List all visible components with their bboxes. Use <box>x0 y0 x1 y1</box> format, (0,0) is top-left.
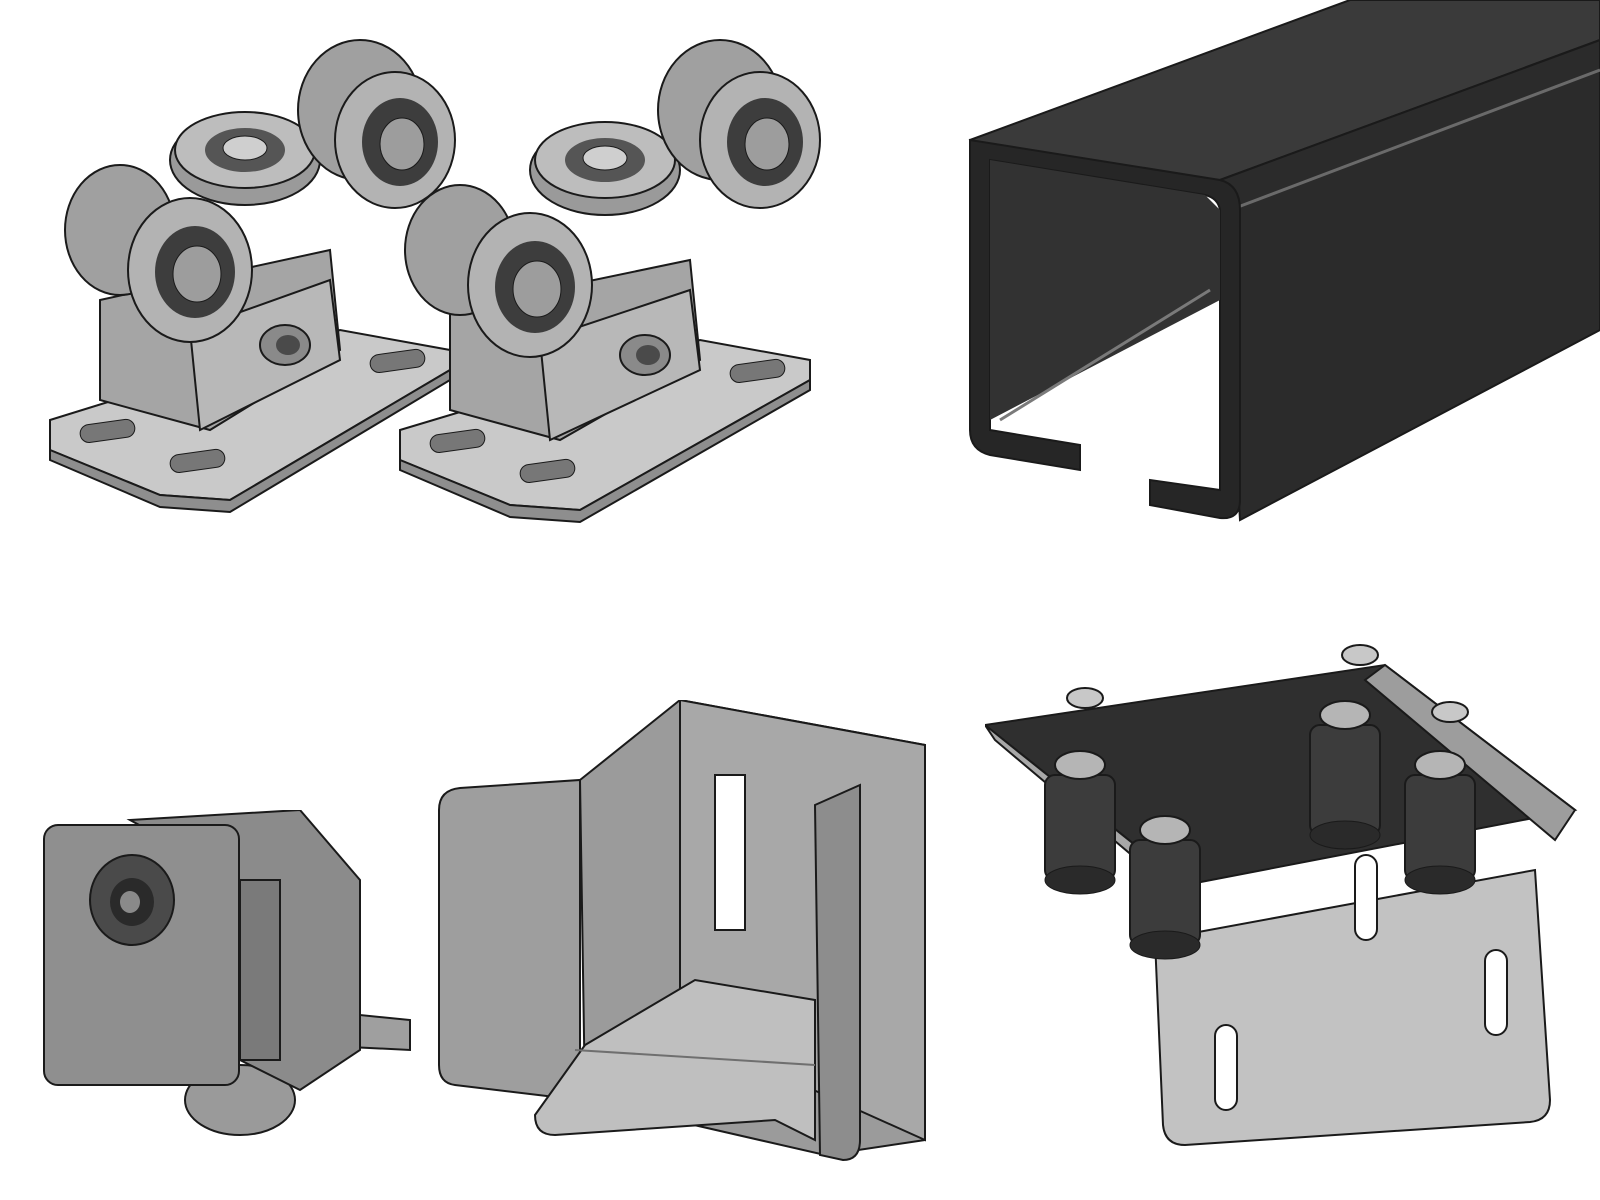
end-roller-cap-drawing <box>43 810 411 1136</box>
roller-carriage-left-drawing <box>49 39 456 514</box>
roller-carriage-right <box>380 30 840 530</box>
catcher-bracket <box>435 700 935 1170</box>
roller-wheel-back-right <box>657 39 821 209</box>
roller-carriage-left <box>30 20 470 520</box>
roller-wheel-back-right <box>297 39 456 209</box>
catcher-bracket-drawing <box>438 700 926 1162</box>
guide-roller-4 <box>1404 750 1476 895</box>
guide-roller-bracket <box>985 640 1585 1180</box>
guide-roller-2 <box>1129 815 1201 960</box>
guide-roller-1 <box>1044 750 1116 895</box>
roller-wheel-front-left <box>64 164 253 343</box>
guide-roller-3 <box>1309 700 1381 850</box>
steel-rail-drawing <box>968 0 1600 522</box>
steel-rail-profile <box>950 0 1600 540</box>
end-roller-cap <box>40 810 420 1140</box>
roller-carriage-right-drawing <box>399 39 821 524</box>
guide-roller-bracket-drawing <box>985 644 1578 1147</box>
roller-wheel-front-left <box>404 184 593 358</box>
